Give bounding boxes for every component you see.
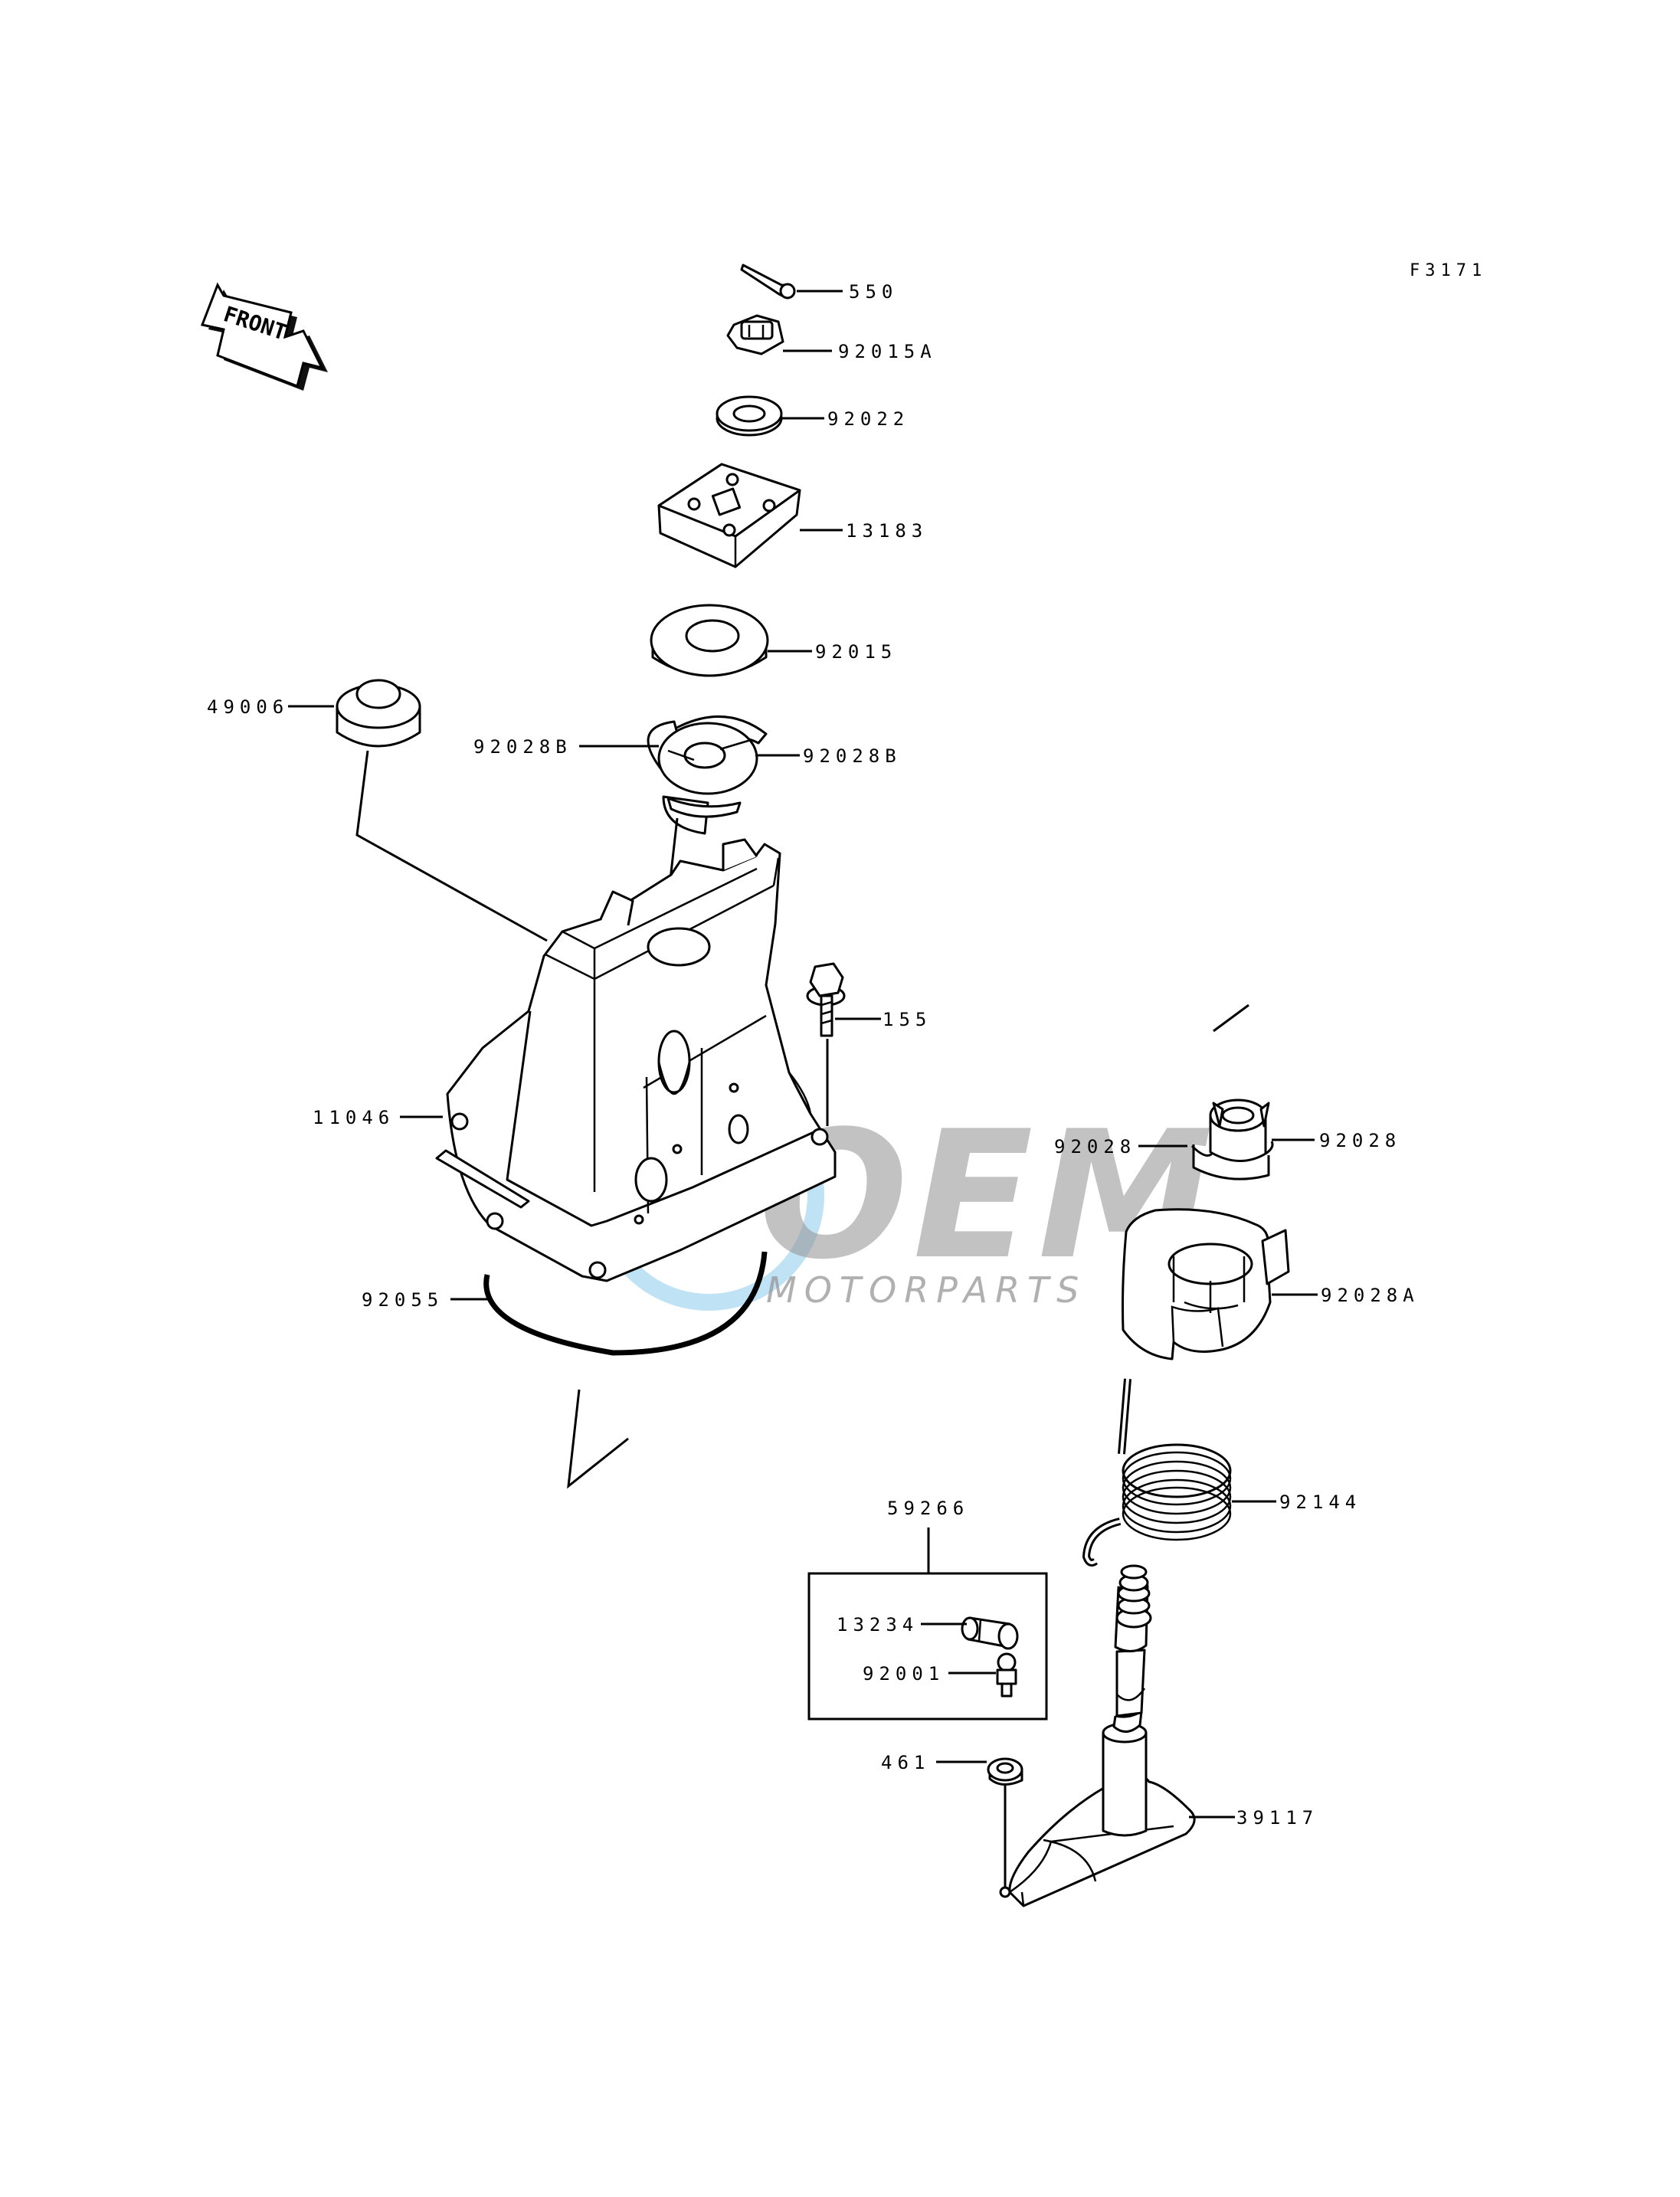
section-mark-right xyxy=(1213,1004,1249,1033)
callout-155: 155 xyxy=(883,1009,932,1030)
part-92055-o-ring xyxy=(483,1251,768,1356)
figure-code: F3171 xyxy=(1410,261,1487,280)
callout-49006: 49006 xyxy=(207,696,289,718)
callout-92028B-left: 92028B xyxy=(473,736,572,758)
callout-92028B-right: 92028B xyxy=(803,745,902,767)
part-49006-cap xyxy=(336,679,421,748)
part-550-cotter-pin xyxy=(740,264,796,300)
part-11046-housing xyxy=(435,838,837,1282)
part-13183-plate xyxy=(657,463,801,568)
callout-461: 461 xyxy=(881,1752,930,1773)
callout-92055: 92055 xyxy=(362,1289,444,1311)
part-155-bolt xyxy=(806,962,846,1037)
callout-39117: 39117 xyxy=(1236,1807,1318,1829)
callout-92001: 92001 xyxy=(863,1663,945,1685)
callout-13183: 13183 xyxy=(846,520,928,542)
part-461-washer xyxy=(987,1757,1023,1786)
callout-13234: 13234 xyxy=(837,1614,919,1635)
front-arrow-icon: FRONT xyxy=(200,282,328,391)
part-92022-washer xyxy=(716,395,783,437)
callout-59266: 59266 xyxy=(887,1498,969,1519)
callout-92022: 92022 xyxy=(827,408,909,430)
part-92028A-collar xyxy=(1122,1208,1290,1360)
part-13234-fitting xyxy=(961,1616,1019,1650)
callout-92028A: 92028A xyxy=(1321,1285,1420,1306)
callout-11046: 11046 xyxy=(313,1107,395,1128)
callout-92144: 92144 xyxy=(1279,1491,1361,1513)
part-92015A-castle-nut xyxy=(726,314,784,355)
kit-59266-box xyxy=(807,1572,1048,1721)
callout-550: 550 xyxy=(849,281,898,303)
watermark-sub: MOTORPARTS xyxy=(766,1269,1086,1311)
callout-92028-left: 92028 xyxy=(1054,1136,1136,1157)
part-39117-steering-arm xyxy=(999,1564,1196,1907)
callout-92015A: 92015A xyxy=(838,341,937,362)
part-92001-grease-nipple xyxy=(996,1652,1017,1698)
section-mark-left xyxy=(567,1389,629,1489)
part-92028-bushing xyxy=(1190,1098,1274,1180)
part-92028B-split-bushing xyxy=(647,715,768,835)
callout-92015: 92015 xyxy=(815,641,897,663)
part-92144-spring xyxy=(1082,1378,1232,1567)
callout-92028-right: 92028 xyxy=(1319,1130,1401,1151)
part-92015-rubber-mount xyxy=(650,604,769,677)
